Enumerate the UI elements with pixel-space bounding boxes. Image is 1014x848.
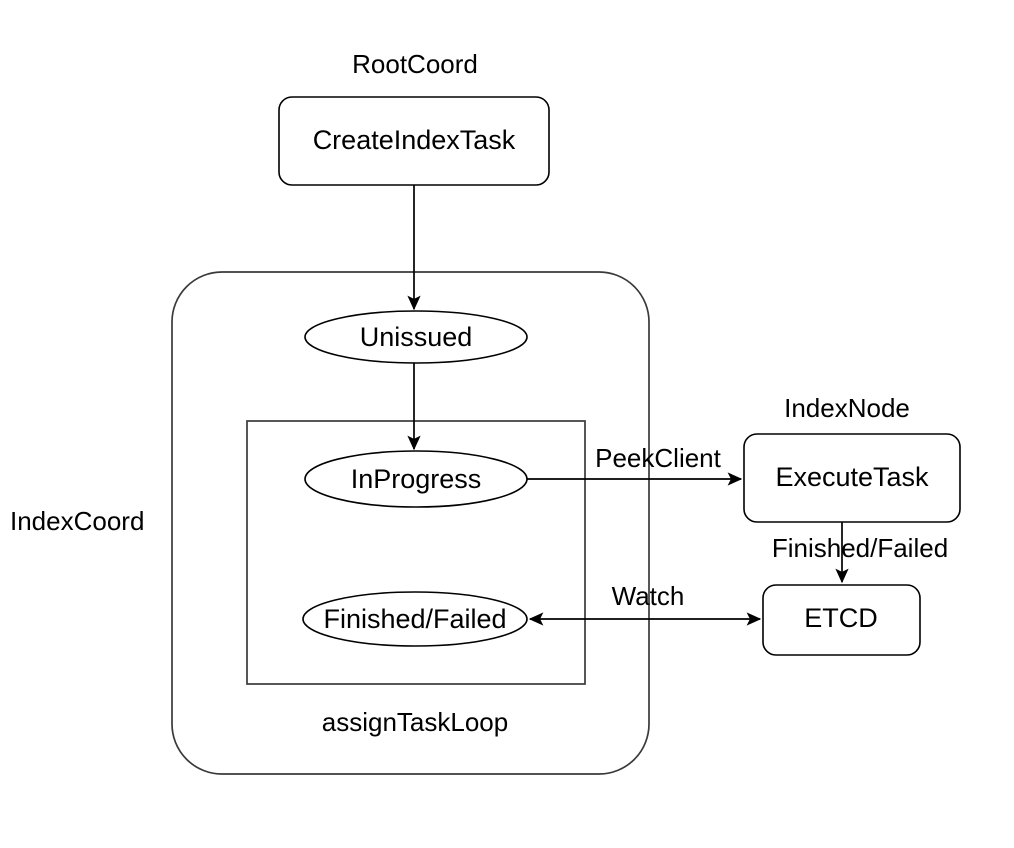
assigntaskloop-container — [246, 420, 586, 685]
node-label-finished-failed: Finished/Failed — [323, 604, 506, 634]
node-etcd[interactable] — [762, 584, 921, 656]
node-label-etcd: ETCD — [804, 603, 878, 633]
indexcoord-label: IndexCoord — [10, 506, 144, 536]
indexcoord-container — [171, 271, 650, 775]
edge-label-peekclient: PeekClient — [595, 443, 722, 473]
indexnode-label: IndexNode — [784, 393, 910, 423]
node-label-create-index-task: CreateIndexTask — [313, 125, 516, 155]
edge-execute-task-to-etcd: Finished/Failed — [772, 522, 948, 584]
node-label-execute-task: ExecuteTask — [775, 462, 929, 492]
node-shape-inprogress[interactable] — [304, 450, 528, 508]
edge-label-finished-failed: Finished/Failed — [772, 533, 948, 563]
group-indexnode: IndexNode ExecuteTask ETCD — [743, 393, 961, 656]
group-rootcoord: RootCoord CreateIndexTask — [278, 49, 550, 186]
node-unissued[interactable]: Unissued — [304, 310, 528, 364]
rootcoord-label: RootCoord — [352, 49, 478, 79]
node-shape-unissued[interactable] — [304, 310, 528, 364]
node-create-index-task[interactable] — [278, 96, 550, 186]
node-inprogress[interactable]: InProgress — [304, 450, 528, 508]
node-label-unissued: Unissued — [360, 322, 473, 352]
node-execute-task[interactable] — [743, 433, 961, 523]
group-indexcoord: IndexCoord — [10, 271, 650, 775]
edge-label-watch: Watch — [612, 581, 685, 611]
edge-etcd-to-finished-failed: Watch — [528, 581, 762, 626]
node-shape-finished-failed[interactable] — [302, 591, 528, 647]
assigntaskloop-label: assignTaskLoop — [322, 707, 508, 737]
edge-inprogress-to-execute-task: PeekClient — [520, 443, 743, 486]
node-finished-failed[interactable]: Finished/Failed — [302, 591, 528, 647]
group-assigntaskloop: assignTaskLoop — [246, 420, 586, 737]
node-label-inprogress: InProgress — [351, 464, 482, 494]
